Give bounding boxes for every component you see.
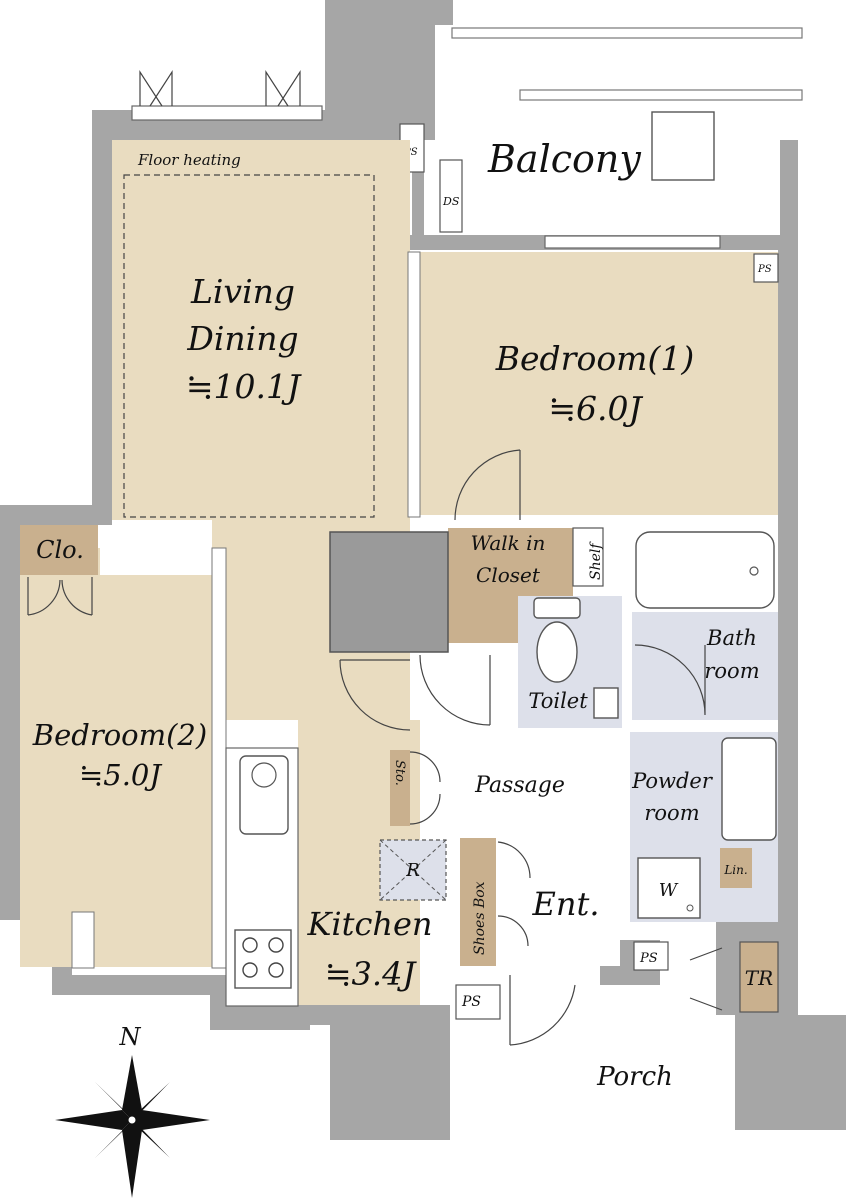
bedroom1-label: Bedroom(1): [495, 339, 694, 378]
bedroom2-label: Bedroom(2): [32, 718, 207, 752]
washer-label: W: [659, 880, 679, 901]
toilet: Toilet: [518, 596, 622, 728]
walkin-label-1: Walk in: [471, 531, 546, 555]
bedroom2-size-label: ≒5.0J: [79, 758, 162, 792]
powder-label-1: Powder: [631, 769, 714, 793]
closet-label: Clo.: [36, 536, 84, 564]
north-arrow: N: [55, 1023, 210, 1198]
bedroom-2: Bedroom(2) ≒5.0J: [20, 547, 227, 969]
north-label: N: [119, 1023, 142, 1051]
powder-room: Powder room W Lin.: [630, 732, 778, 922]
linen-label: Lin.: [723, 863, 747, 877]
closet: Clo.: [20, 525, 98, 616]
porch-label: Porch: [596, 1062, 673, 1092]
shoes-box-label: Shoes Box: [472, 881, 488, 955]
balcony: DS Balcony PS: [399, 25, 803, 235]
ps-label-porch: PS: [639, 951, 658, 966]
entrance-label: Ent.: [532, 885, 600, 923]
kitchen-label: Kitchen: [306, 905, 432, 943]
floor-heating-label: Floor heating: [137, 151, 241, 169]
bedroom1-size-label: ≒6.0J: [548, 389, 643, 428]
sink: [239, 755, 289, 835]
bedroom-1: PS Bedroom(1) ≒6.0J: [407, 235, 779, 521]
toilet-label: Toilet: [528, 689, 588, 713]
cooktop: [234, 929, 292, 989]
shoes-box: [460, 838, 496, 966]
kitchen: R Kitchen ≒3.4J: [225, 720, 447, 1007]
ps-label-bedroom1: PS: [757, 264, 772, 275]
living-size-label: ≒10.1J: [186, 367, 302, 406]
walkin-label-2: Closet: [476, 563, 541, 587]
bath-label-1: Bath: [706, 626, 757, 650]
ps-label-balcony: PS: [403, 147, 418, 158]
living-label: Living: [190, 272, 295, 311]
powder-label-2: room: [644, 801, 699, 825]
passage: Sto. Passage: [339, 654, 630, 837]
washer-space: [637, 857, 701, 919]
bath-label-2: room: [704, 659, 759, 683]
passage-label: Passage: [474, 773, 565, 798]
refrigerator-label: R: [405, 860, 420, 881]
bathtub: [635, 531, 775, 609]
ds-label: DS: [442, 195, 460, 208]
balcony-label: Balcony: [487, 137, 641, 181]
kitchen-size-label: ≒3.4J: [325, 955, 418, 993]
entrance: Shoes Box Ent. PS PS: [455, 838, 669, 1046]
linen-closet: [720, 848, 752, 888]
structural-block: [329, 531, 449, 653]
dining-label: Dining: [186, 319, 298, 358]
bath-room: Bath room: [632, 531, 778, 720]
ps-label-entrance: PS: [461, 994, 481, 1010]
trunk-room-label: TR: [745, 966, 773, 990]
trunk-room: TR: [689, 941, 779, 1013]
storage-label: Sto.: [392, 760, 407, 786]
shelf-label: Shelf: [588, 541, 604, 580]
washbasin: [721, 737, 777, 841]
storage: [390, 750, 410, 826]
balcony-outdoor-unit: [651, 111, 715, 181]
